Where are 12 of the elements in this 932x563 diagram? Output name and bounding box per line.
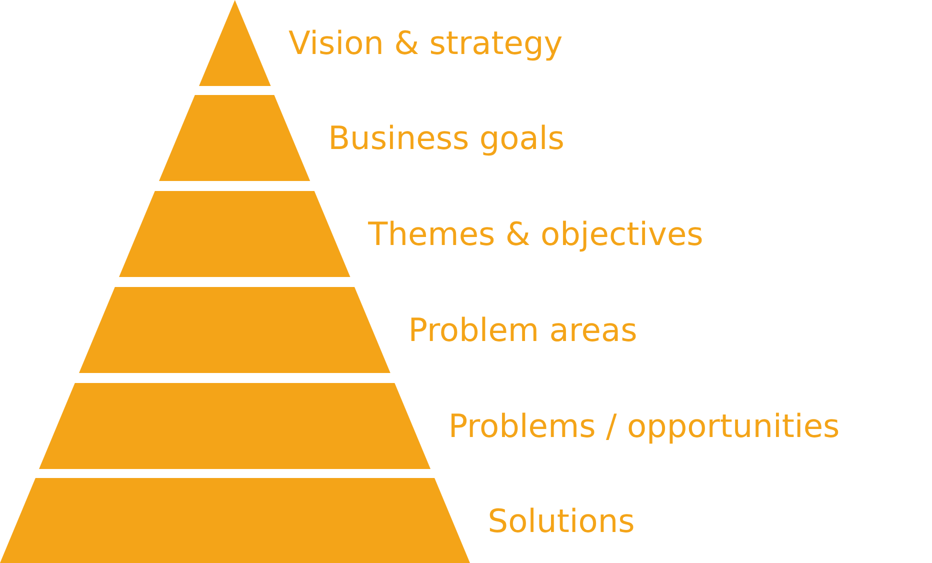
tier-label: Vision & strategy	[288, 23, 563, 63]
tier-label: Business goals	[328, 118, 564, 158]
pyramid-tier	[118, 191, 350, 277]
pyramid-tier	[38, 383, 430, 469]
tier-label: Themes & objectives	[368, 214, 704, 254]
pyramid-tier	[0, 478, 470, 563]
tier-label: Problem areas	[408, 310, 638, 350]
tier-label: Problems / opportunities	[448, 406, 840, 446]
pyramid-tier	[78, 287, 390, 373]
tier-label: Solutions	[488, 500, 635, 540]
pyramid-tier	[158, 95, 310, 181]
pyramid-tier	[198, 0, 270, 86]
